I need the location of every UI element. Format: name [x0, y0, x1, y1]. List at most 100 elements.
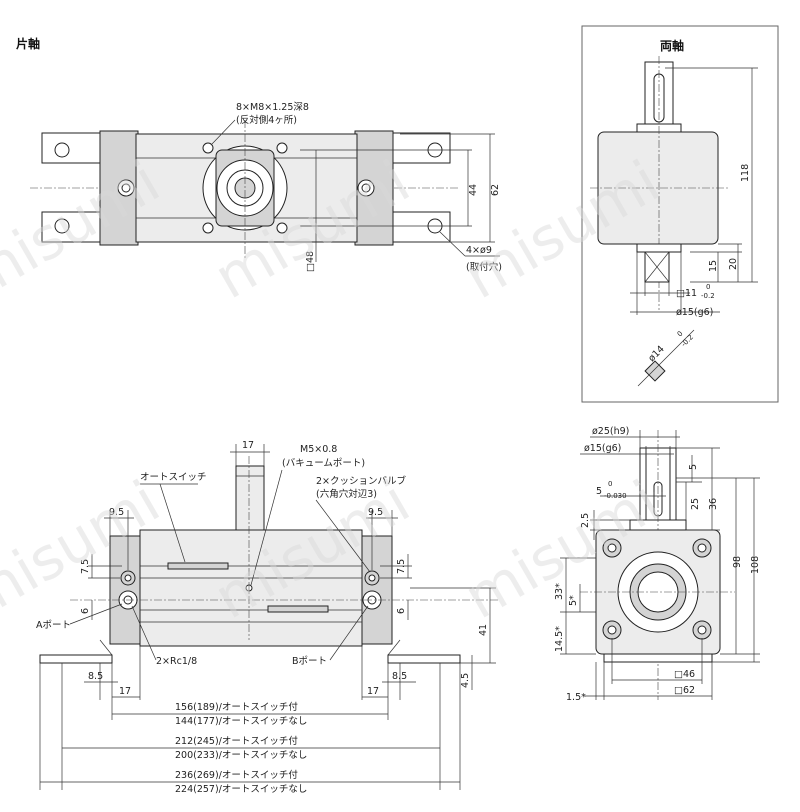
- dim-5: 5: [688, 464, 699, 470]
- left-flange-top: [41, 132, 103, 164]
- dim-2-5: 2.5: [580, 513, 591, 528]
- port-a-leader: [69, 603, 123, 625]
- auto-switch-upper: [167, 562, 229, 570]
- left-flange-bottom: [41, 211, 103, 243]
- dim-17-right: 17: [367, 686, 379, 697]
- dim-sq11: □11: [676, 288, 697, 299]
- tap-hole: [276, 222, 288, 234]
- overall-dim-3: 212(245)/オートスイッチ付: [175, 736, 298, 747]
- double-shaft-view: 両軸 118 15 20 □11 0 -0.2 ø15: [581, 25, 779, 403]
- dim-62: 62: [490, 184, 501, 196]
- dim-8-5-right: 8.5: [392, 671, 407, 682]
- dim-sq46: □46: [674, 669, 695, 680]
- rc-ports-leader: [131, 605, 157, 661]
- corner-bolt-inner: [607, 543, 617, 553]
- left-foot: [39, 654, 113, 664]
- dim-36: 36: [708, 498, 719, 510]
- port-b-label: Bポート: [292, 656, 327, 667]
- dia14-tol-upper: 0: [676, 330, 685, 339]
- top-view: 8×M8×1.25深8 (反対側4ヶ所) 44 62 □48 4×ø9 (取付穴…: [30, 102, 502, 273]
- lower-shaft-cross: [644, 251, 670, 283]
- auto-switch-label: オートスイッチ: [140, 472, 207, 483]
- dim-20: 20: [728, 258, 739, 270]
- shaft-section-detail: [644, 360, 666, 382]
- tap-hole-note: (反対側4ヶ所): [236, 114, 297, 126]
- port-circle-inner: [361, 183, 371, 193]
- dim-44: 44: [468, 184, 479, 196]
- dim-sq62: □62: [674, 685, 695, 696]
- vacuum-port-label: M5×0.8: [300, 444, 337, 455]
- key-width: 5: [596, 486, 602, 497]
- dim-17-left: 17: [119, 686, 131, 697]
- tap-hole: [202, 142, 214, 154]
- front-right-cap: [361, 535, 393, 645]
- dim-line-dia14: [637, 329, 695, 387]
- rc-ports-label: 2×Rc1/8: [156, 656, 197, 667]
- single-shaft-title: 片軸: [16, 36, 40, 51]
- front-view: 17 オートスイッチ M5×0.8: [36, 440, 500, 795]
- cushion-valve-leader: [315, 499, 371, 573]
- tap-hole-label: 8×M8×1.25深8: [236, 102, 309, 113]
- dim-9-5-right: 9.5: [368, 507, 383, 518]
- foot-bend: [99, 639, 113, 656]
- tap-hole: [276, 142, 288, 154]
- dim-1-5: 1.5*: [566, 692, 586, 703]
- dim-14-5: 14.5*: [554, 626, 565, 652]
- port-circle-inner: [121, 183, 131, 193]
- dim-dia15g6: ø15(g6): [676, 307, 713, 318]
- corner-bolt-inner: [607, 625, 617, 635]
- key-tol: -0.030: [604, 492, 627, 500]
- mount-hole: [54, 142, 70, 158]
- auto-switch-leader: [159, 483, 186, 563]
- cushion-valve-left-inner: [124, 574, 132, 582]
- cushion-valve-note: (六角穴対辺3): [316, 488, 377, 500]
- corner-bolt-inner: [697, 625, 707, 635]
- overall-dim-2: 144(177)/オートスイッチなし: [175, 716, 307, 727]
- dim-7-5-right: 7.5: [396, 559, 407, 574]
- port-a-label: Aポート: [36, 620, 71, 631]
- overall-dim-4: 200(233)/オートスイッチなし: [175, 750, 307, 761]
- vacuum-port-note: (バキュームポート): [282, 458, 365, 469]
- overall-dim-1: 156(189)/オートスイッチ付: [175, 702, 298, 713]
- lower-collar: [636, 243, 682, 253]
- dim-98: 98: [732, 556, 743, 568]
- sq11-tol-lower: -0.2: [701, 292, 715, 300]
- side-foot: [603, 653, 713, 663]
- double-shaft-title: 両軸: [660, 38, 684, 53]
- auto-switch-lower: [267, 605, 329, 613]
- watermark: misumi misumi misumi misumi misumi misum…: [0, 147, 671, 632]
- mount-hole-label: 4×ø9: [466, 245, 492, 256]
- corner-bolt-inner: [697, 543, 707, 553]
- dim-6-right: 6: [396, 608, 407, 614]
- foot-bend: [387, 639, 401, 656]
- sq11-tol-upper: 0: [706, 283, 710, 291]
- tap-hole-leader: [211, 119, 236, 145]
- overall-dim-5: 236(269)/オートスイッチ付: [175, 770, 298, 781]
- dim-17-top: 17: [242, 440, 254, 451]
- front-left-cap: [109, 535, 141, 645]
- key-tol-upper: 0: [608, 480, 612, 488]
- dim-sq48: □48: [305, 251, 316, 272]
- dim-41: 41: [478, 624, 489, 636]
- dim-108: 108: [750, 556, 761, 574]
- dim-33: 33*: [554, 583, 565, 600]
- right-foot: [387, 654, 461, 664]
- tap-hole: [202, 222, 214, 234]
- dim-15: 15: [708, 260, 719, 272]
- overall-dim-6: 224(257)/オートスイッチなし: [175, 784, 307, 795]
- side-view: ø25(h9) ø15(g6) 5 0 -0.030 5 25 36 98 10…: [554, 426, 761, 703]
- mount-hole-note: (取付穴): [466, 261, 502, 273]
- dim-5-star: 5*: [568, 595, 579, 606]
- front-shaft: [235, 465, 265, 531]
- mount-hole: [54, 218, 70, 234]
- dim-25: 25: [690, 498, 701, 510]
- dim-118: 118: [740, 164, 751, 182]
- dim-7-5-left: 7.5: [80, 559, 91, 574]
- dim-8-5-left: 8.5: [88, 671, 103, 682]
- dim-9-5-left: 9.5: [109, 507, 124, 518]
- cushion-valve-right-inner: [368, 574, 376, 582]
- dim-4-5: 4.5: [460, 673, 471, 688]
- port-b-leader: [329, 605, 369, 661]
- dim-dia25h9: ø25(h9): [592, 426, 629, 437]
